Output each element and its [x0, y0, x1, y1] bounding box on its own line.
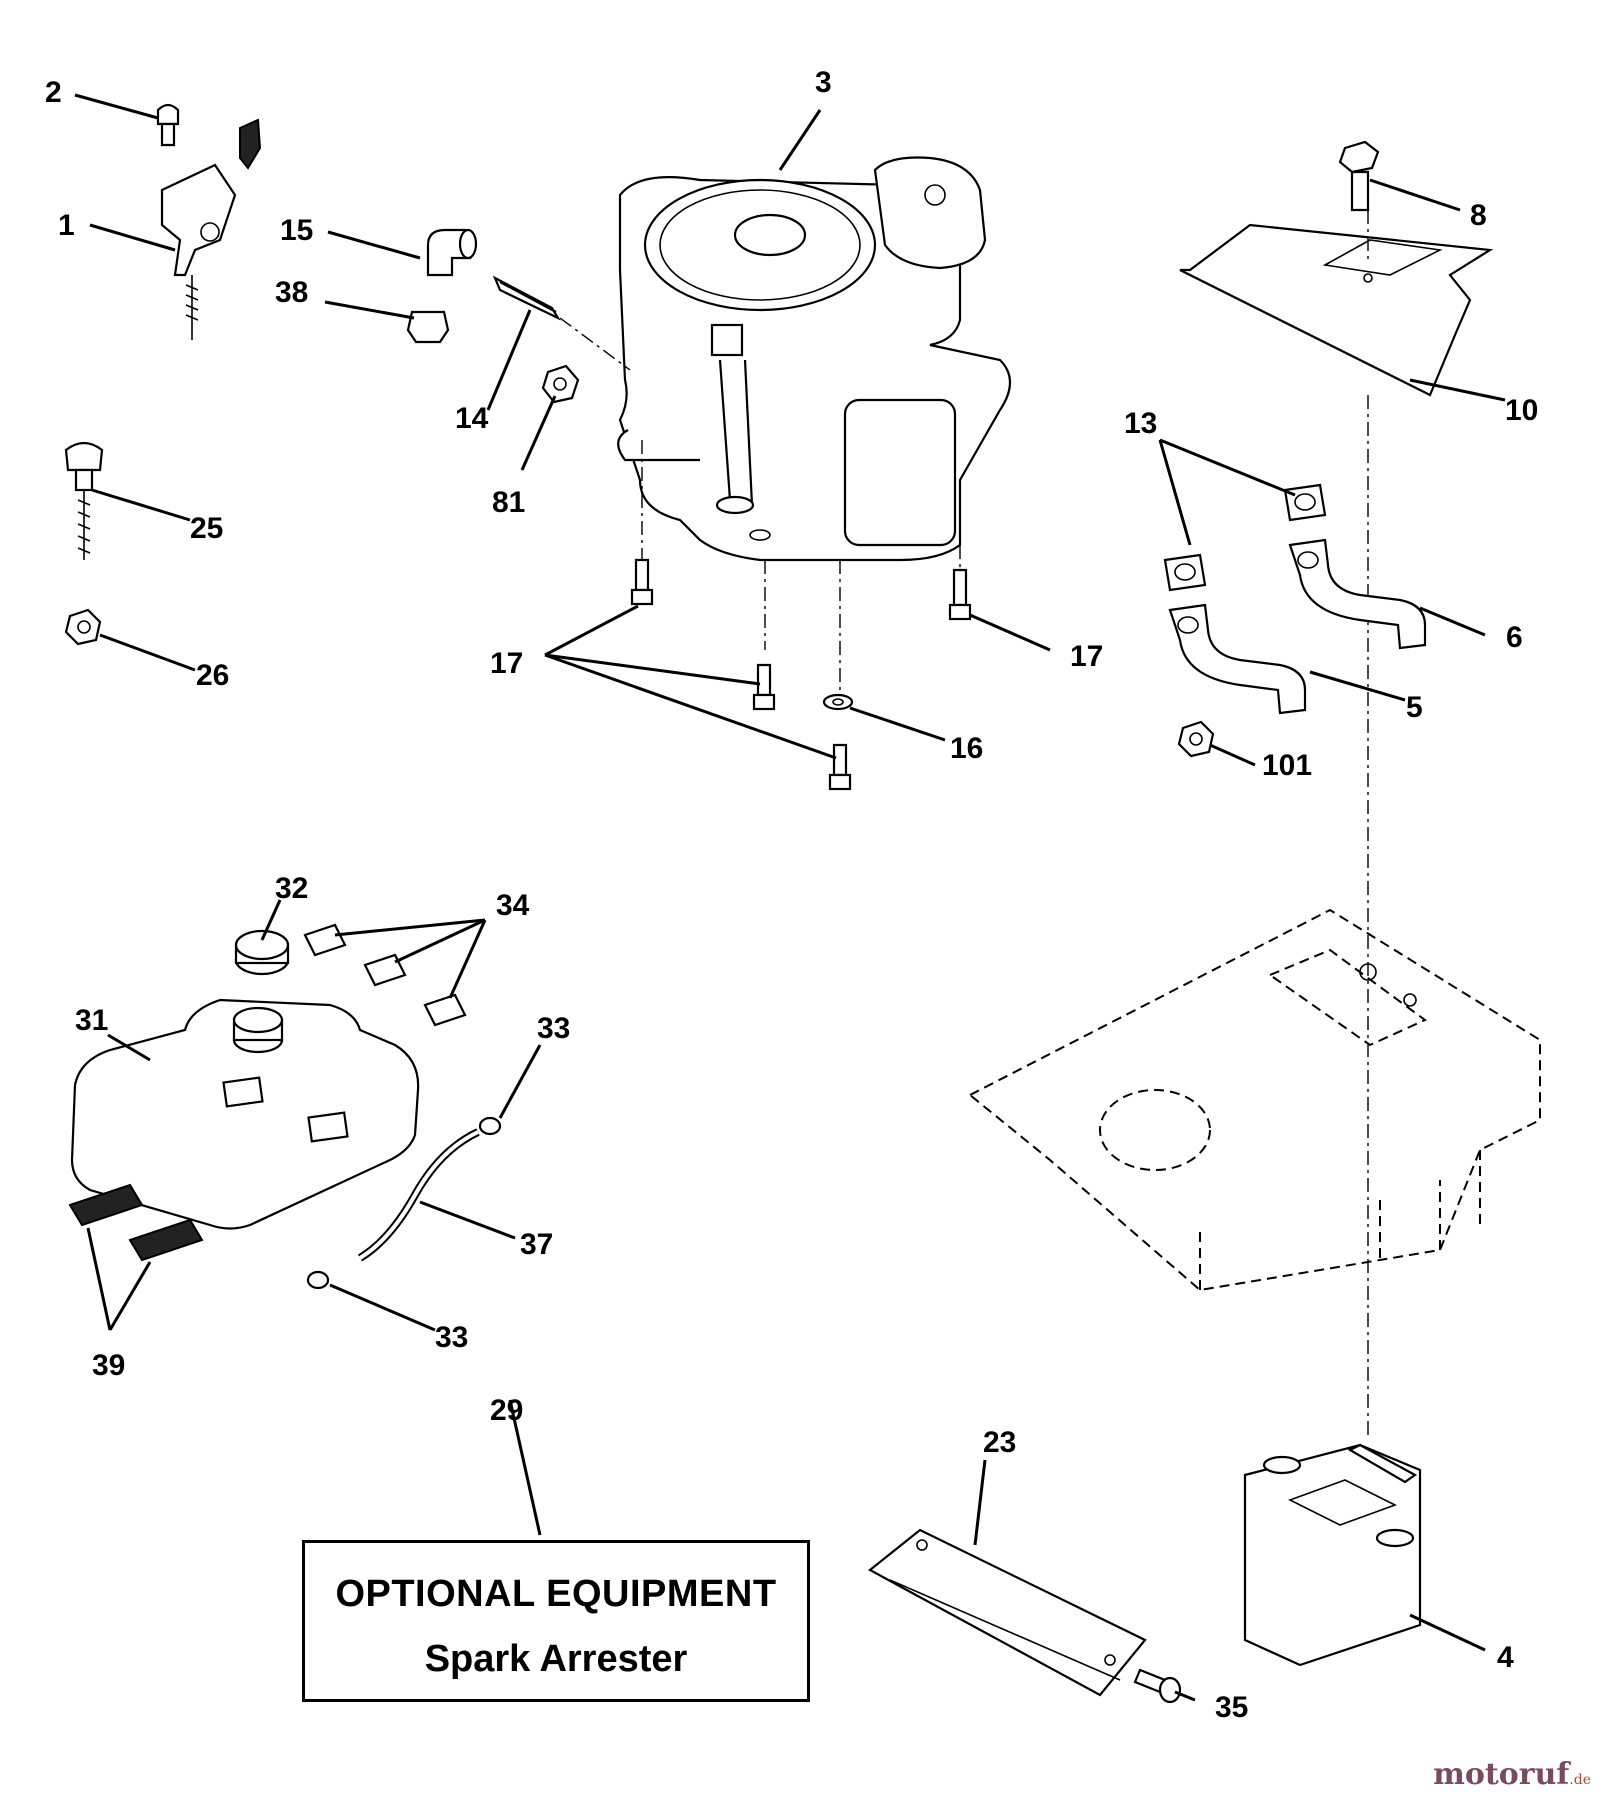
optional-equipment-title: OPTIONAL EQUIPMENT [335, 1573, 777, 1615]
callout-17a: 17 [490, 647, 523, 680]
bolt-icon [752, 663, 776, 711]
callout-101: 101 [1262, 749, 1312, 782]
watermark-brand: motoruf [1433, 1757, 1570, 1792]
callout-81: 81 [492, 486, 525, 519]
callout-39: 39 [92, 1349, 125, 1382]
callout-35: 35 [1215, 1691, 1248, 1724]
screw-icon [1133, 1668, 1182, 1704]
exhaust-pipe-part [1288, 538, 1427, 650]
callout-4: 4 [1497, 1641, 1514, 1674]
callout-17b: 17 [1070, 640, 1103, 673]
callout-16: 16 [950, 732, 983, 765]
plug-part [406, 310, 450, 344]
callout-26: 26 [196, 659, 229, 692]
callout-6: 6 [1506, 621, 1523, 654]
callout-8: 8 [1470, 199, 1487, 232]
callout-1: 1 [58, 209, 75, 242]
watermark-tld: .de [1569, 1772, 1591, 1788]
callout-38: 38 [275, 276, 308, 309]
pad-part [363, 953, 407, 987]
gasket-part [1163, 553, 1207, 592]
callout-31: 31 [75, 1004, 108, 1037]
lock-washer-icon [822, 693, 854, 711]
callout-37: 37 [520, 1228, 553, 1261]
pipe-nipple-part [492, 275, 561, 321]
callout-15: 15 [280, 214, 313, 247]
callout-23: 23 [983, 1426, 1016, 1459]
callout-13: 13 [1124, 407, 1157, 440]
watermark: motoruf.de [1433, 1757, 1591, 1792]
callout-33b: 33 [435, 1321, 468, 1354]
heat-shield-part [1179, 223, 1494, 397]
callout-25: 25 [190, 512, 223, 545]
elbow-fitting-part [426, 228, 478, 277]
engine-part [617, 156, 1012, 562]
pipe-centerline [559, 317, 631, 371]
muffler-part [1243, 1443, 1422, 1667]
optional-equipment-box: OPTIONAL EQUIPMENT Spark Arrester [302, 1540, 810, 1702]
screw-icon [1338, 140, 1380, 212]
hose-clamp-icon [478, 1116, 502, 1136]
callout-34: 34 [496, 889, 530, 922]
exhaust-pipe-part [1168, 603, 1307, 715]
callout-29: 29 [490, 1394, 523, 1427]
bolt-icon [828, 743, 852, 791]
leader-lines [74, 93, 1506, 1702]
tank-pad-part [128, 1218, 204, 1262]
bolt-icon [948, 568, 972, 621]
optional-equipment-subtitle: Spark Arrester [424, 1638, 688, 1680]
pad-part [303, 923, 347, 957]
chassis-frame-outline [968, 908, 1541, 1292]
nut-part [541, 364, 580, 404]
choke-knob-part [64, 441, 104, 560]
callout-3: 3 [815, 66, 832, 99]
fuel-tank-part [70, 998, 420, 1230]
callout-14: 14 [455, 402, 489, 435]
callout-10: 10 [1505, 394, 1538, 427]
pad-part [423, 993, 467, 1027]
throttle-control-part [156, 103, 262, 340]
callout-33a: 33 [537, 1012, 570, 1045]
hex-nut-icon [1177, 720, 1215, 758]
callout-32: 32 [275, 872, 308, 905]
tank-pad-part [68, 1183, 144, 1227]
fuel-cap-part [234, 929, 290, 976]
callout-5: 5 [1406, 691, 1423, 724]
hex-nut-icon [64, 608, 102, 646]
spark-arrester-part [868, 1528, 1147, 1697]
hose-clamp-icon [306, 1270, 330, 1290]
bolt-icon [630, 558, 654, 606]
gasket-part [1283, 483, 1327, 522]
fuel-line-part [357, 1128, 480, 1262]
callout-2: 2 [45, 76, 62, 109]
